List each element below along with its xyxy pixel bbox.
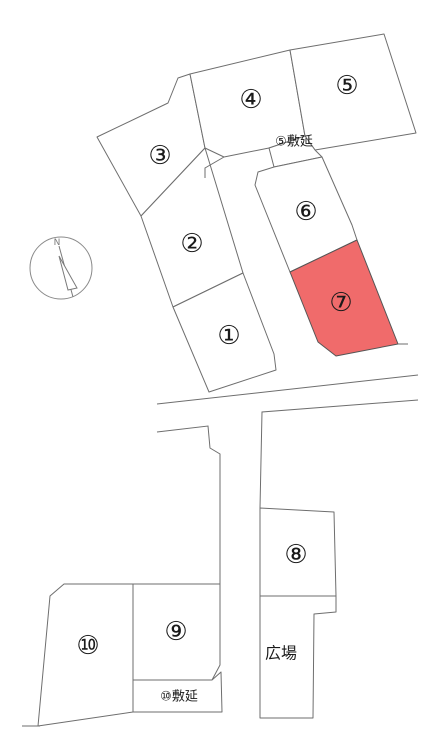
lot-2-label: ② [180, 229, 203, 259]
lot-1[interactable] [172, 272, 277, 393]
lot-10-label: ⑩ [76, 631, 99, 661]
plaza[interactable] [259, 595, 337, 719]
lot-9-label: ⑨ [164, 617, 187, 647]
compass-north-label: N [54, 238, 61, 248]
lot-5[interactable] [289, 33, 417, 151]
lot-6-label: ⑥ [294, 197, 317, 227]
lot-10[interactable] [37, 583, 134, 727]
lot-5-label: ⑤ [335, 71, 358, 101]
lot-4-label: ④ [239, 85, 262, 115]
road-line-south-right [259, 399, 419, 509]
compass-icon: N [29, 236, 93, 300]
lot-7[interactable] [289, 239, 399, 357]
road-line-north [156, 374, 419, 405]
lot-10-easement-label: ⑩敷延 [160, 690, 198, 705]
lot-6-frontage [204, 156, 225, 178]
road-line-south-left [156, 425, 221, 600]
lot-5-easement-label: ⑤敷延 [275, 135, 313, 150]
lot-8-label: ⑧ [284, 540, 307, 570]
lot-7-label: ⑦ [329, 288, 352, 318]
lot-3-label: ③ [148, 141, 171, 171]
plaza-label: 広場 [265, 644, 297, 663]
lot-1-label: ① [217, 321, 240, 351]
